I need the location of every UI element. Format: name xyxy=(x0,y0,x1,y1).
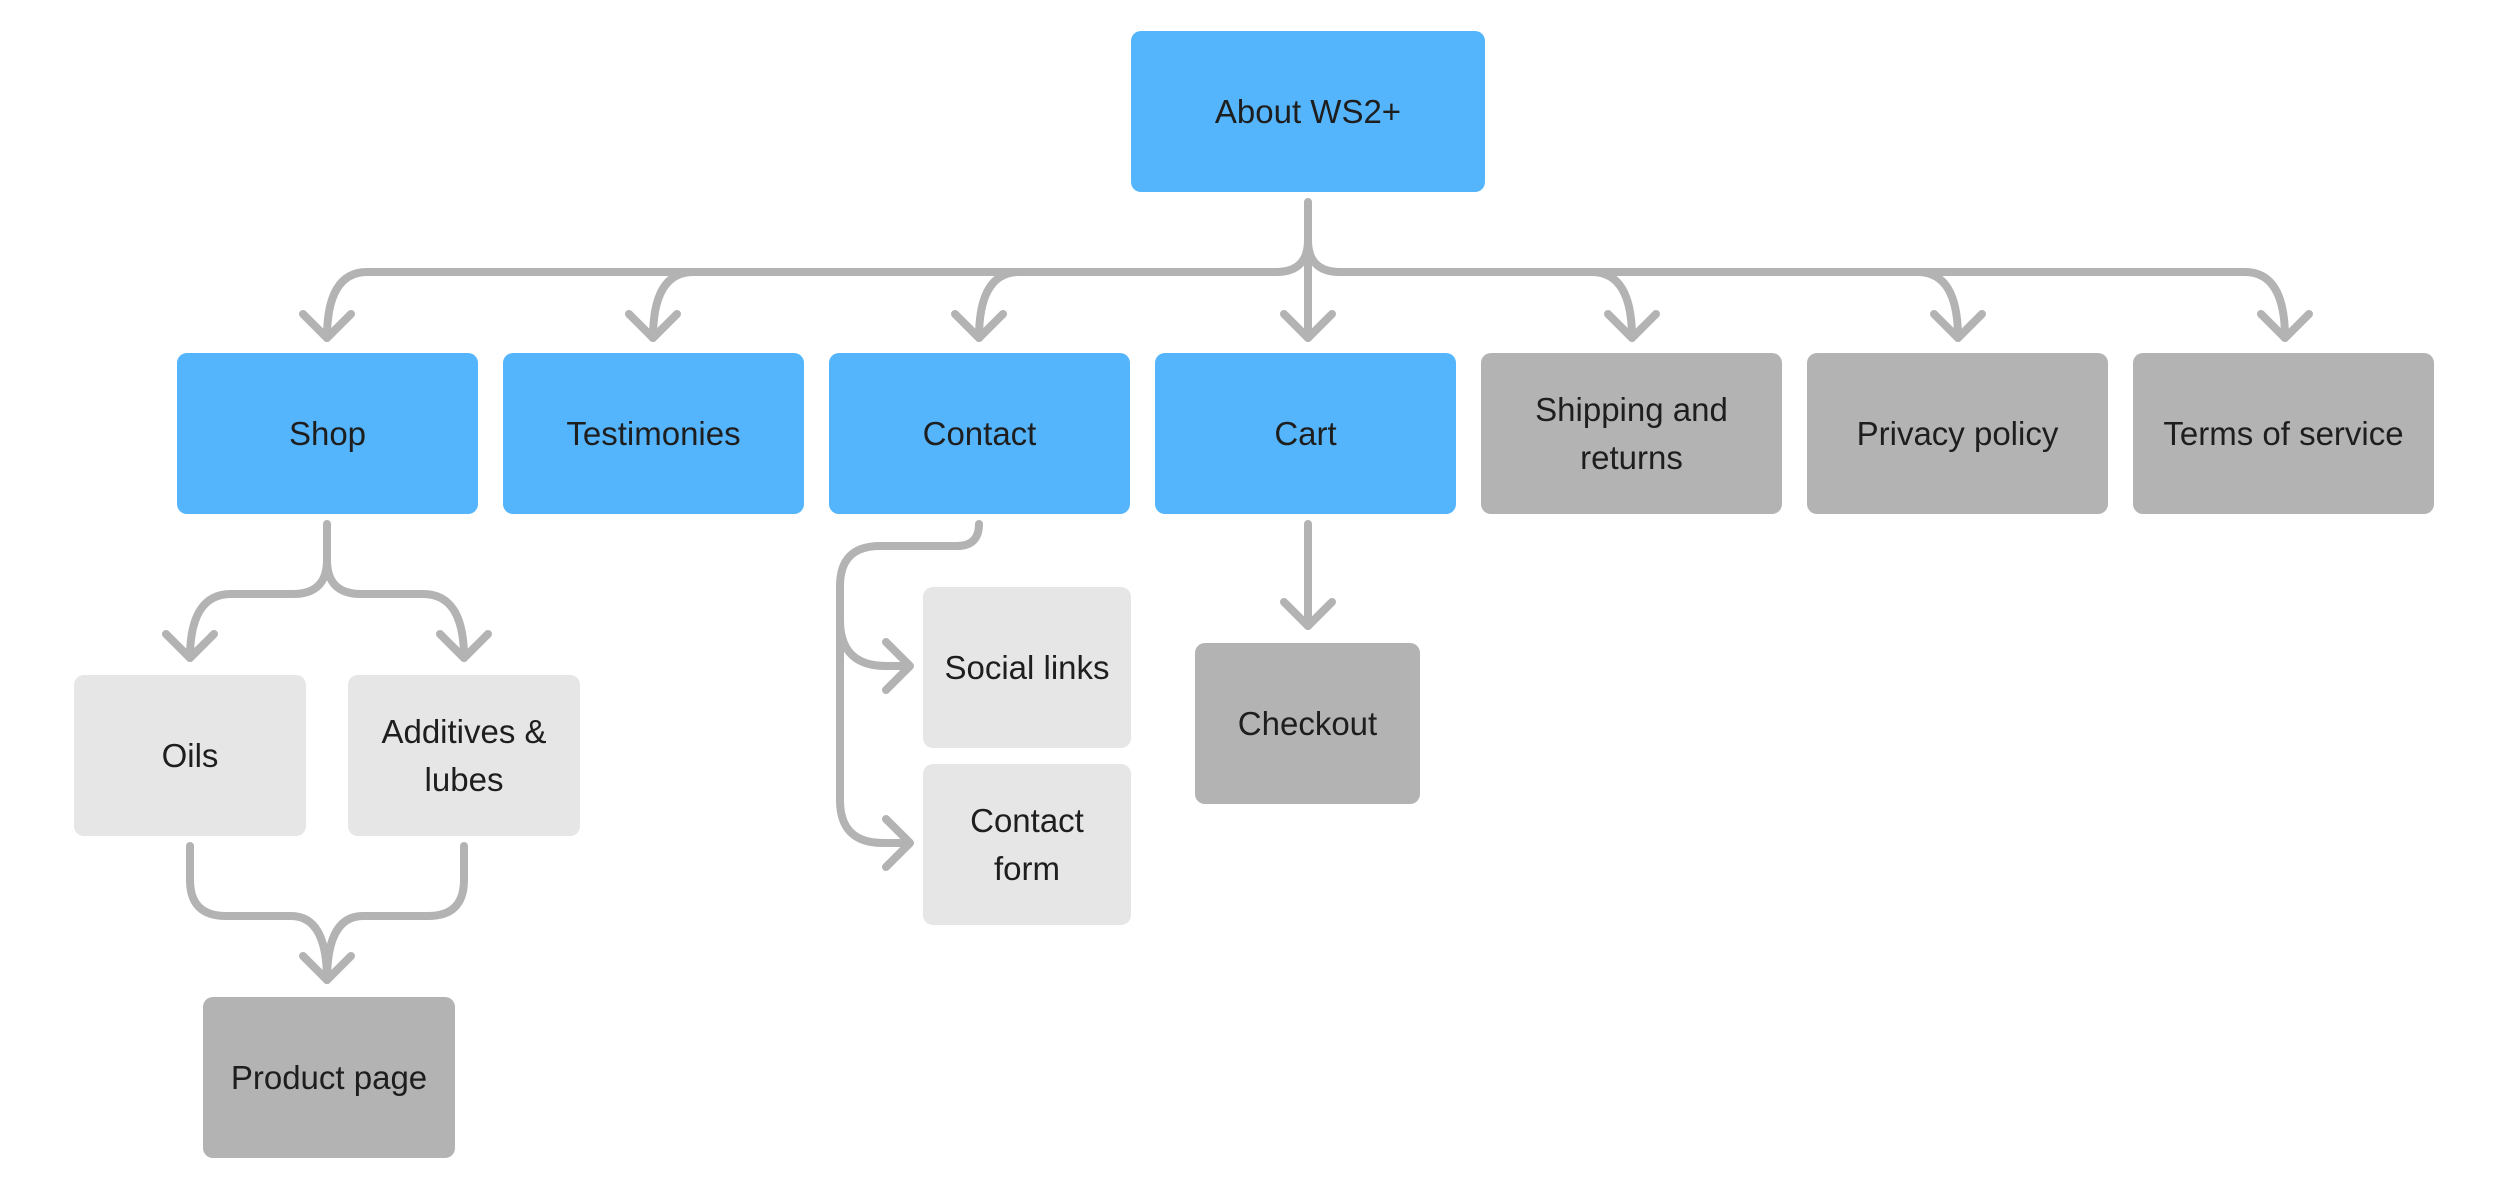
connector-about-right-bus xyxy=(1304,236,2289,342)
node-oils-label: Oils xyxy=(161,736,219,774)
arrowhead-social-links xyxy=(882,638,914,694)
connector-oils-product xyxy=(186,842,331,984)
node-additives: Additives & lubes xyxy=(348,675,580,836)
node-about-label: About WS2+ xyxy=(1214,92,1402,130)
arrowhead-oils xyxy=(162,630,218,662)
connector-shop-additives xyxy=(323,556,468,662)
node-testimonies-label: Testimonies xyxy=(566,414,741,452)
node-about: About WS2+ xyxy=(1131,31,1485,192)
arrowhead-additives xyxy=(436,630,492,662)
node-privacy-label: Privacy policy xyxy=(1856,414,2059,452)
node-oils: Oils xyxy=(74,675,306,836)
node-social-links: Social links xyxy=(923,587,1131,748)
node-shop-label: Shop xyxy=(288,414,367,452)
arrowhead-privacy xyxy=(1930,310,1986,342)
arrowhead-contact-form xyxy=(882,815,914,871)
arrowhead-testimonies xyxy=(625,310,681,342)
arrowhead-product-page xyxy=(299,952,355,984)
node-contact-label: Contact xyxy=(922,414,1037,452)
node-product-page: Product page xyxy=(203,997,455,1158)
connector-contact-spine xyxy=(836,520,983,847)
arrowhead-terms xyxy=(2257,310,2313,342)
connector-about-shipping xyxy=(1588,268,1636,342)
node-contact-form-label: Contact form xyxy=(970,801,1084,887)
node-shipping-label: Shipping and returns xyxy=(1535,390,1728,476)
node-cart-label: Cart xyxy=(1274,414,1337,452)
connector-additives-product xyxy=(323,842,468,984)
arrowhead-shipping xyxy=(1604,310,1660,342)
node-contact: Contact xyxy=(829,353,1130,514)
node-checkout: Checkout xyxy=(1195,643,1420,804)
arrowhead-contact xyxy=(951,310,1007,342)
node-social-links-label: Social links xyxy=(944,648,1110,686)
connector-about-trunk xyxy=(323,198,1312,342)
connector-about-privacy xyxy=(1914,268,1962,342)
connector-about-contact xyxy=(975,268,1023,342)
node-additives-label: Additives & lubes xyxy=(381,712,547,798)
node-contact-form: Contact form xyxy=(923,764,1131,925)
arrowhead-checkout xyxy=(1280,598,1336,630)
node-privacy: Privacy policy xyxy=(1807,353,2108,514)
arrowhead-shop xyxy=(299,310,355,342)
node-cart: Cart xyxy=(1155,353,1456,514)
node-terms-label: Terms of service xyxy=(2163,414,2404,452)
connector-contact-social xyxy=(836,616,912,670)
node-product-page-label: Product page xyxy=(230,1058,428,1096)
arrowhead-cart xyxy=(1280,310,1336,342)
node-checkout-label: Checkout xyxy=(1237,704,1378,742)
node-testimonies: Testimonies xyxy=(503,353,804,514)
node-shipping: Shipping and returns xyxy=(1481,353,1782,514)
node-shop: Shop xyxy=(177,353,478,514)
connector-about-testimonies xyxy=(649,268,697,342)
node-terms: Terms of service xyxy=(2133,353,2434,514)
